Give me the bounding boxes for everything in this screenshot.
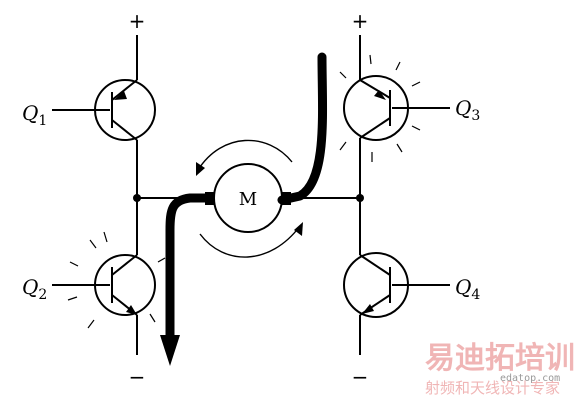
rotation-arrow-top	[196, 139, 293, 176]
q2-label: Q2	[22, 275, 47, 303]
left-junction-dot	[133, 194, 141, 202]
motor-label: M	[239, 189, 257, 210]
transistor-q2	[52, 245, 156, 330]
transistor-q1	[52, 79, 156, 141]
watermark-url: edatop.com	[500, 373, 560, 384]
q3-glow-rays	[339, 54, 421, 162]
plus-right-label: +	[352, 9, 369, 33]
q1-label: Q1	[22, 101, 47, 129]
minus-left-label: −	[129, 365, 146, 389]
watermark-subtitle: 射频和天线设计专家	[425, 379, 560, 397]
watermark: 易迪拓培训 射频和天线设计专家 edatop.com	[425, 341, 575, 397]
right-junction-dot	[356, 194, 364, 202]
current-path-left	[165, 193, 214, 338]
transistor-q4	[343, 250, 450, 330]
minus-right-label: −	[352, 365, 369, 389]
plus-left-label: +	[129, 9, 146, 33]
current-path-right	[277, 52, 328, 205]
rotation-arrow-bottom	[199, 222, 303, 258]
q2-glow-rays	[67, 231, 166, 329]
q3-label: Q3	[455, 96, 480, 124]
watermark-title: 易迪拓培训	[425, 341, 575, 376]
q4-label: Q4	[455, 275, 480, 303]
transistor-q3	[343, 70, 450, 150]
current-arrow-head	[160, 335, 180, 366]
